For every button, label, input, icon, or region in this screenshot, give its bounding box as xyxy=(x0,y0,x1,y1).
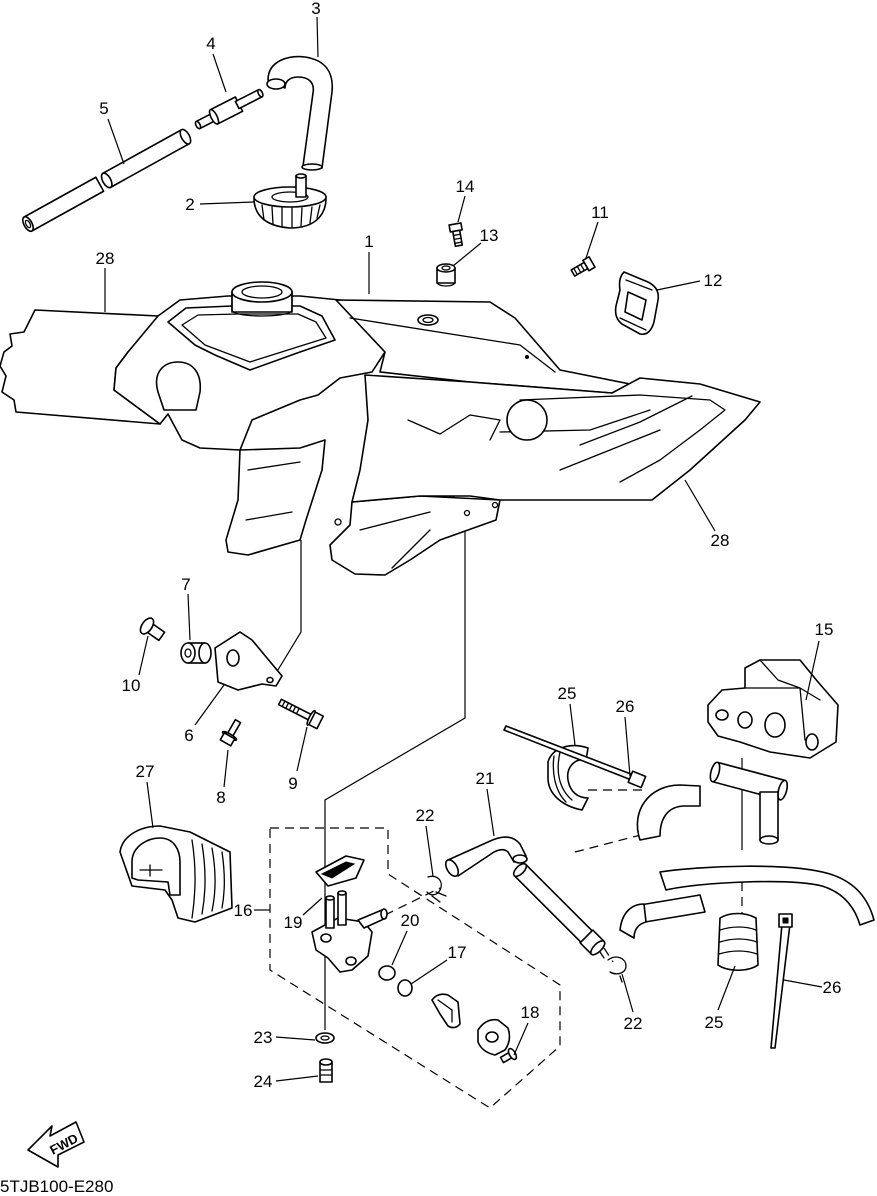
drain-bolt xyxy=(319,1058,333,1083)
callout-8: 8 xyxy=(216,788,225,807)
fuel-cap xyxy=(253,173,327,229)
callout-12: 12 xyxy=(704,271,723,290)
callout-5: 5 xyxy=(99,99,108,118)
callout-13: 13 xyxy=(480,226,499,245)
filler-neck xyxy=(231,281,293,317)
screw-right xyxy=(570,256,596,277)
bolt-long xyxy=(277,698,325,730)
cable-tie-lower xyxy=(770,913,793,1049)
cock-cover xyxy=(119,825,233,923)
fuel-cock-assembly xyxy=(269,827,561,1109)
callout-24: 24 xyxy=(254,1072,273,1091)
band-lower xyxy=(717,912,759,972)
callout-14: 14 xyxy=(456,177,475,196)
callout-26-lower: 26 xyxy=(823,978,842,997)
callout-27: 27 xyxy=(136,762,155,781)
callout-labels: 3 4 5 2 14 13 11 1 28 12 28 7 10 6 9 8 1… xyxy=(96,0,842,1091)
right-shroud xyxy=(351,374,761,503)
callout-22-upper: 22 xyxy=(416,806,435,825)
frame-tubes xyxy=(619,761,875,939)
callout-16: 16 xyxy=(234,901,253,920)
band-upper xyxy=(547,744,589,811)
diagram-code: 5TJB100-E280 xyxy=(0,1177,113,1196)
callout-25-lower: 25 xyxy=(705,1013,724,1032)
fuel-hose-straight xyxy=(512,862,606,956)
fuel-hose-elbow xyxy=(444,836,528,877)
callout-20: 20 xyxy=(401,911,420,930)
hose-clip-lower xyxy=(599,951,627,983)
screw-top xyxy=(448,222,464,248)
forward-arrow-icon: FWD xyxy=(27,1121,85,1168)
hose-joint xyxy=(194,88,264,130)
callout-15: 15 xyxy=(815,620,834,639)
filter-ring xyxy=(397,979,413,997)
hose-clip-upper xyxy=(426,875,447,903)
washer xyxy=(315,1032,335,1044)
cock-lever xyxy=(431,993,461,1029)
callout-18: 18 xyxy=(521,1003,540,1022)
callout-22-lower: 22 xyxy=(624,1014,643,1033)
damper xyxy=(436,263,456,287)
fuel-tank xyxy=(113,281,636,576)
callout-28-right: 28 xyxy=(711,531,730,550)
callout-19: 19 xyxy=(284,913,303,932)
bolt-short xyxy=(139,617,166,642)
callout-28-left: 28 xyxy=(96,249,115,268)
cock-gasket xyxy=(315,855,365,887)
callout-25-upper: 25 xyxy=(558,684,577,703)
callout-9: 9 xyxy=(288,774,297,793)
spring-clip xyxy=(614,271,660,336)
callout-26-upper: 26 xyxy=(616,697,635,716)
callout-1: 1 xyxy=(364,232,373,251)
long-hose xyxy=(21,128,192,233)
o-ring xyxy=(378,965,396,981)
mount-bracket xyxy=(214,631,283,691)
cock-plate xyxy=(477,1018,511,1056)
callout-17: 17 xyxy=(448,943,467,962)
cock-body xyxy=(311,890,388,973)
bolt-flange xyxy=(219,718,242,747)
callout-2: 2 xyxy=(185,195,194,214)
callout-7: 7 xyxy=(181,575,190,594)
leader-lines xyxy=(104,16,823,1082)
callout-21: 21 xyxy=(476,769,495,788)
callout-3: 3 xyxy=(311,0,320,18)
callout-4: 4 xyxy=(206,34,215,53)
bent-breather-hose xyxy=(266,55,334,171)
callout-11: 11 xyxy=(591,203,609,222)
cable-tie-upper xyxy=(503,725,647,789)
callout-10: 10 xyxy=(122,676,141,695)
collar xyxy=(180,642,212,664)
frame-bracket xyxy=(707,659,839,759)
callout-6: 6 xyxy=(184,726,193,745)
callout-23: 23 xyxy=(254,1028,273,1047)
